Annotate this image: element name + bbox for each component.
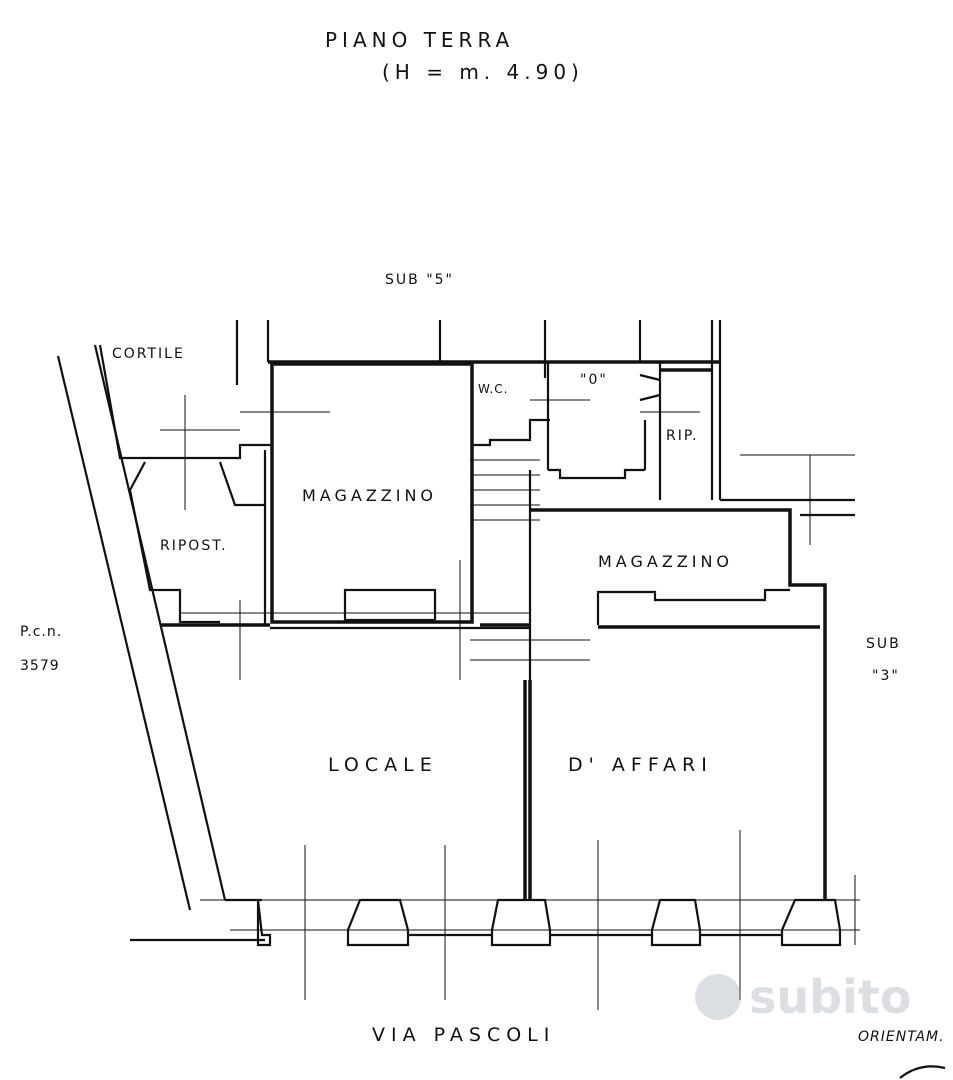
label-sub-5: SUB "5" — [385, 272, 454, 288]
magazzino-left-room — [240, 362, 474, 625]
orientation-arrow-icon — [899, 1065, 946, 1079]
label-pcn-number: 3579 — [20, 658, 60, 674]
top-walls — [235, 320, 722, 500]
subito-logo-icon — [695, 974, 741, 1020]
label-locale: LOCALE — [328, 754, 438, 776]
watermark-text: subito — [749, 970, 912, 1024]
magazzino-right-room — [530, 454, 855, 900]
label-orientamento: ORIENTAM. — [858, 1029, 945, 1045]
label-ripost: RIPOST. — [160, 538, 228, 554]
locale-affari-walls — [160, 612, 532, 900]
cortile-stair-walls — [98, 344, 272, 624]
left-boundary-walls — [56, 344, 265, 942]
subito-watermark: subito — [695, 970, 911, 1024]
label-rip: RIP. — [666, 428, 699, 444]
label-magazzino-right: MAGAZZINO — [598, 552, 734, 571]
section-lines — [239, 560, 856, 1010]
zero-and-rip-area — [530, 362, 700, 500]
label-magazzino-left: MAGAZZINO — [302, 486, 438, 505]
front-piers — [200, 898, 860, 947]
floor-title: PIANO TERRA — [325, 28, 515, 52]
label-pcn: P.c.n. — [20, 624, 63, 640]
label-affari: D' AFFARI — [568, 754, 713, 776]
wc-block — [470, 362, 590, 680]
label-wc: W.C. — [478, 382, 509, 396]
label-sub-3: "3" — [872, 668, 900, 684]
label-street: VIA PASCOLI — [372, 1024, 556, 1046]
label-cortile: CORTILE — [112, 346, 185, 362]
label-sub-right: SUB — [866, 636, 901, 652]
label-zero: "0" — [580, 372, 608, 388]
floor-height: (H = m. 4.90) — [382, 60, 584, 84]
